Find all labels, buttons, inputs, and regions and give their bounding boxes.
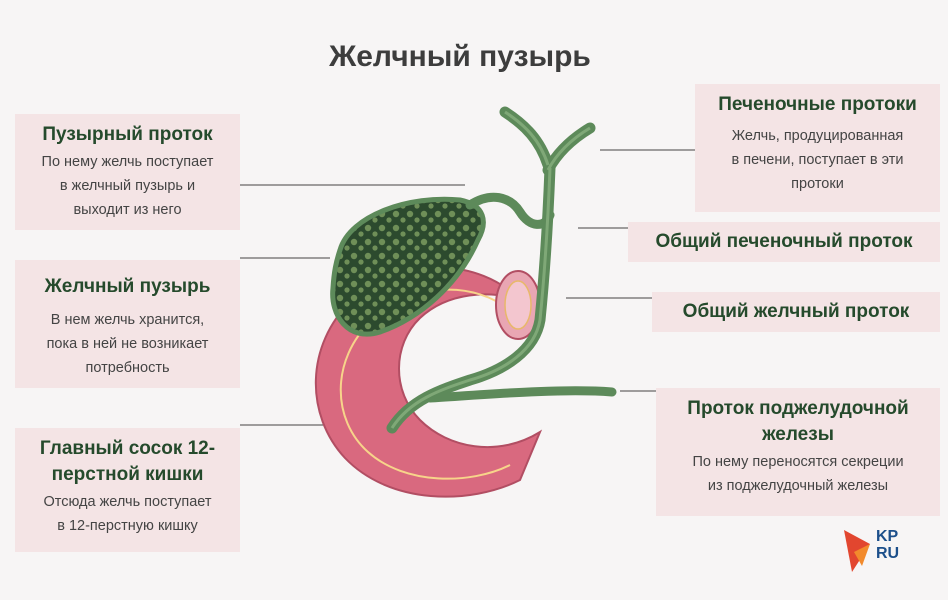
title-line: Главный сосок 12- [39,438,216,459]
card-papilla-title: Главный сосок 12- перстной кишки [15,436,240,488]
card-pancreatic-duct-desc: По нему переносятся секреции из поджелуд… [656,450,940,498]
card-cystic-duct-desc: По нему желчь поступает в желчный пузырь… [15,150,240,222]
card-common-hepatic: Общий печеночный проток [628,222,940,262]
card-cystic-duct: Пузырный проток По нему желчь поступает … [15,114,240,230]
card-papilla: Главный сосок 12- перстной кишки Отсюда … [15,428,240,552]
card-cystic-duct-title: Пузырный проток [42,124,213,145]
card-papilla-desc: Отсюда желчь поступает в 12-перстную киш… [15,490,240,538]
desc-line: в 12-перстную кишку [57,518,198,534]
desc-line: протоки [791,176,844,192]
logo-line: RU [876,545,900,562]
card-pancreatic-duct: Проток поджелудочной железы По нему пере… [656,388,940,516]
desc-line: выходит из него [73,202,182,218]
kp-logo-text: KP RU [876,528,899,562]
card-common-bile: Общий желчный проток [652,292,940,332]
desc-line: В нем желчь хранится, [50,312,205,328]
desc-line: Желчь, продуцированная [731,128,904,144]
desc-line: По нему переносятся секреции [692,454,904,470]
logo-line: KP [876,528,899,545]
card-pancreatic-duct-title: Проток поджелудочной железы [656,396,940,448]
card-common-hepatic-title: Общий печеночный проток [655,231,913,252]
desc-line: в желчный пузырь и [59,178,196,194]
page-title: Желчный пузырь [329,40,591,73]
title-line: Проток поджелудочной [687,398,909,419]
gallbladder-shape [330,196,486,337]
desc-line: из поджелудочный железы [707,478,889,494]
desc-line: По нему желчь поступает [41,154,214,170]
card-gallbladder-title: Желчный пузырь [44,276,211,297]
title-line: железы [762,424,834,445]
kp-logo-icon [844,530,870,572]
card-common-bile-title: Общий желчный проток [682,301,910,322]
desc-line: в печени, поступает в эти [731,152,904,168]
card-gallbladder: Желчный пузырь В нем желчь хранится, пок… [15,260,240,388]
title-line: перстной кишки [51,464,204,485]
desc-line: пока в ней не возникает [46,336,209,352]
connector-lines [240,149,695,426]
card-hepatic-ducts: Печеночные протоки Желчь, продуцированна… [695,84,940,212]
desc-line: потребность [85,360,170,376]
desc-line: Отсюда желчь поступает [43,494,212,510]
card-gallbladder-desc: В нем желчь хранится, пока в ней не возн… [15,308,240,380]
card-hepatic-ducts-desc: Желчь, продуцированная в печени, поступа… [695,124,940,196]
card-hepatic-ducts-title: Печеночные протоки [718,94,917,115]
